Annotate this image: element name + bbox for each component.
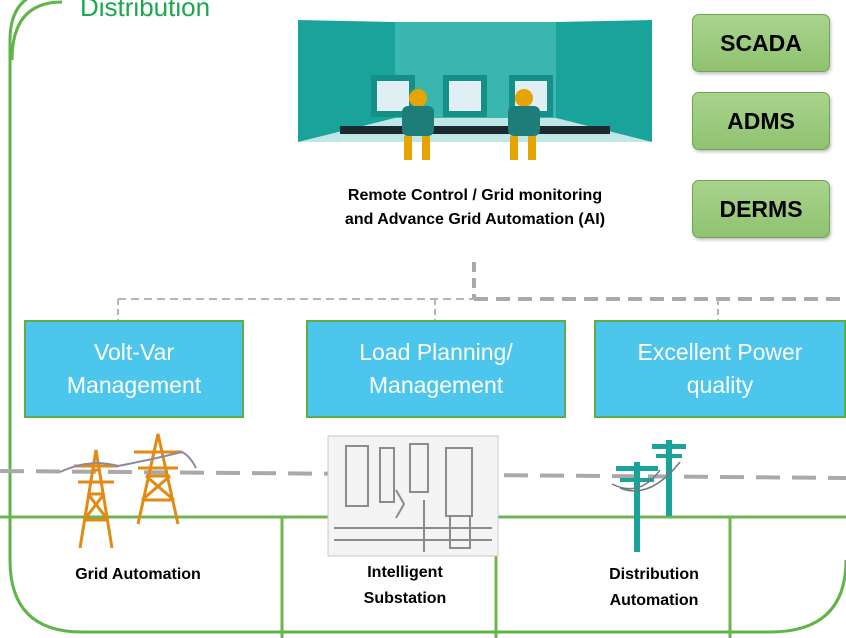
function-label-line-2: Management — [66, 372, 202, 398]
caption-line-2: and Advance Grid Automation (AI) — [344, 211, 606, 228]
load-planning-management-box: Load Planning/ Management — [306, 320, 566, 418]
adms-button[interactable]: ADMS — [692, 92, 830, 150]
asset-label-line-1: Distribution — [609, 566, 699, 583]
substation-icon — [327, 435, 499, 557]
intelligent-substation-label: Intelligent Substation — [340, 560, 470, 612]
function-label-line-1: Load Planning/ — [359, 339, 513, 365]
asset-label-line-2: Substation — [363, 590, 447, 607]
distribution-pole-icon — [611, 440, 686, 552]
caption-line-1: Remote Control / Grid monitoring — [347, 187, 603, 204]
function-label-line-2: quality — [686, 372, 754, 398]
function-label-line-1: Excellent Power — [637, 339, 803, 365]
control-room-illustration — [298, 20, 652, 160]
excellent-power-quality-box: Excellent Power quality — [594, 320, 846, 418]
page-title: Distribution — [80, 0, 211, 22]
function-label-line-1: Volt-Var — [93, 339, 175, 365]
derms-button[interactable]: DERMS — [692, 180, 830, 238]
outer-frame-left — [10, 0, 63, 61]
dashed-lower-line — [0, 469, 846, 480]
scada-button[interactable]: SCADA — [692, 14, 830, 72]
asset-label-line-1: Intelligent — [367, 564, 443, 581]
grid-automation-label: Grid Automation — [36, 562, 240, 588]
asset-label-line-1: Grid Automation — [75, 566, 201, 583]
control-center-caption: Remote Control / Grid monitoring and Adv… — [270, 184, 680, 232]
outer-frame — [8, 0, 846, 634]
distribution-automation-label: Distribution Automation — [584, 562, 724, 614]
function-label-line-2: Management — [368, 372, 504, 398]
volt-var-management-box: Volt-Var Management — [24, 320, 244, 418]
asset-label-line-2: Automation — [609, 592, 699, 609]
transmission-tower-icon — [59, 433, 197, 549]
